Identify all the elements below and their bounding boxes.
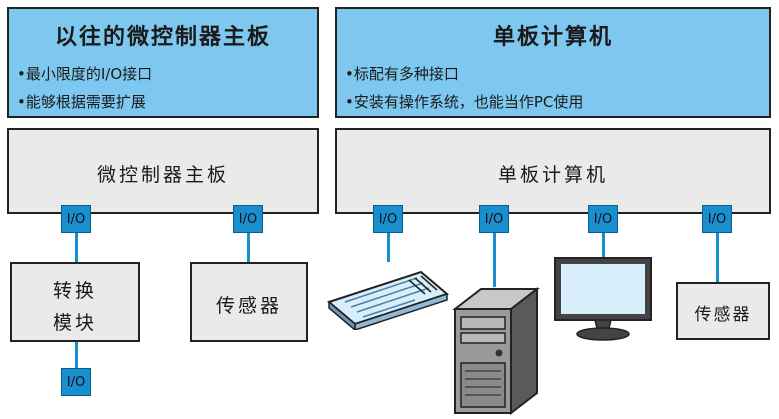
sbc-feature-1: •标配有多种接口 (345, 65, 459, 83)
wire-sbc-io1 (387, 232, 390, 262)
mc-io-port-1: I/O (61, 205, 91, 233)
sbc-feature-2: •安装有操作系统，也能当作PC使用 (345, 93, 584, 111)
converter-label-line1: 转换 (52, 280, 97, 302)
microcontroller-feature-2: •能够根据需要扩展 (17, 93, 146, 111)
converter-io-port: I/O (61, 368, 91, 396)
sbc-panel-title: 单板计算机 (492, 25, 613, 50)
microcontroller-feature-1: •最小限度的I/O接口 (17, 65, 153, 83)
microcontroller-board-label: 微控制器主板 (96, 164, 229, 186)
sbc-board: 单板计算机 (335, 128, 771, 214)
sbc-io-port-2: I/O (479, 205, 509, 233)
wire-converter-io (75, 342, 78, 368)
sbc-board-label: 单板计算机 (497, 164, 608, 186)
converter-module: 转换 模块 (10, 262, 140, 342)
sensor-right: 传感器 (676, 282, 770, 340)
microcontroller-board: 微控制器主板 (7, 128, 319, 214)
mc-io-port-2: I/O (233, 205, 263, 233)
microcontroller-description-panel: 以往的微控制器主板 •最小限度的I/O接口 •能够根据需要扩展 (7, 7, 319, 118)
sbc-io-port-4: I/O (702, 205, 732, 233)
wire-sbc-io4 (716, 232, 719, 282)
sensor-left: 传感器 (190, 262, 308, 342)
wire-mc-io1 (75, 232, 78, 262)
wire-mc-io2 (247, 232, 250, 262)
wire-sbc-io2 (493, 232, 496, 287)
keyboard-icon (326, 270, 450, 330)
sbc-io-port-3: I/O (588, 205, 618, 233)
converter-label-line2: 模块 (52, 312, 97, 334)
microcontroller-panel-title: 以往的微控制器主板 (54, 25, 271, 50)
sensor-right-label: 传感器 (694, 305, 752, 325)
sensor-left-label: 传感器 (215, 295, 282, 317)
wire-sbc-io3 (602, 232, 605, 257)
monitor-icon (554, 257, 652, 341)
sbc-io-port-1: I/O (373, 205, 403, 233)
pc-tower-icon (452, 286, 540, 415)
sbc-description-panel: 单板计算机 •标配有多种接口 •安装有操作系统，也能当作PC使用 (335, 7, 771, 118)
